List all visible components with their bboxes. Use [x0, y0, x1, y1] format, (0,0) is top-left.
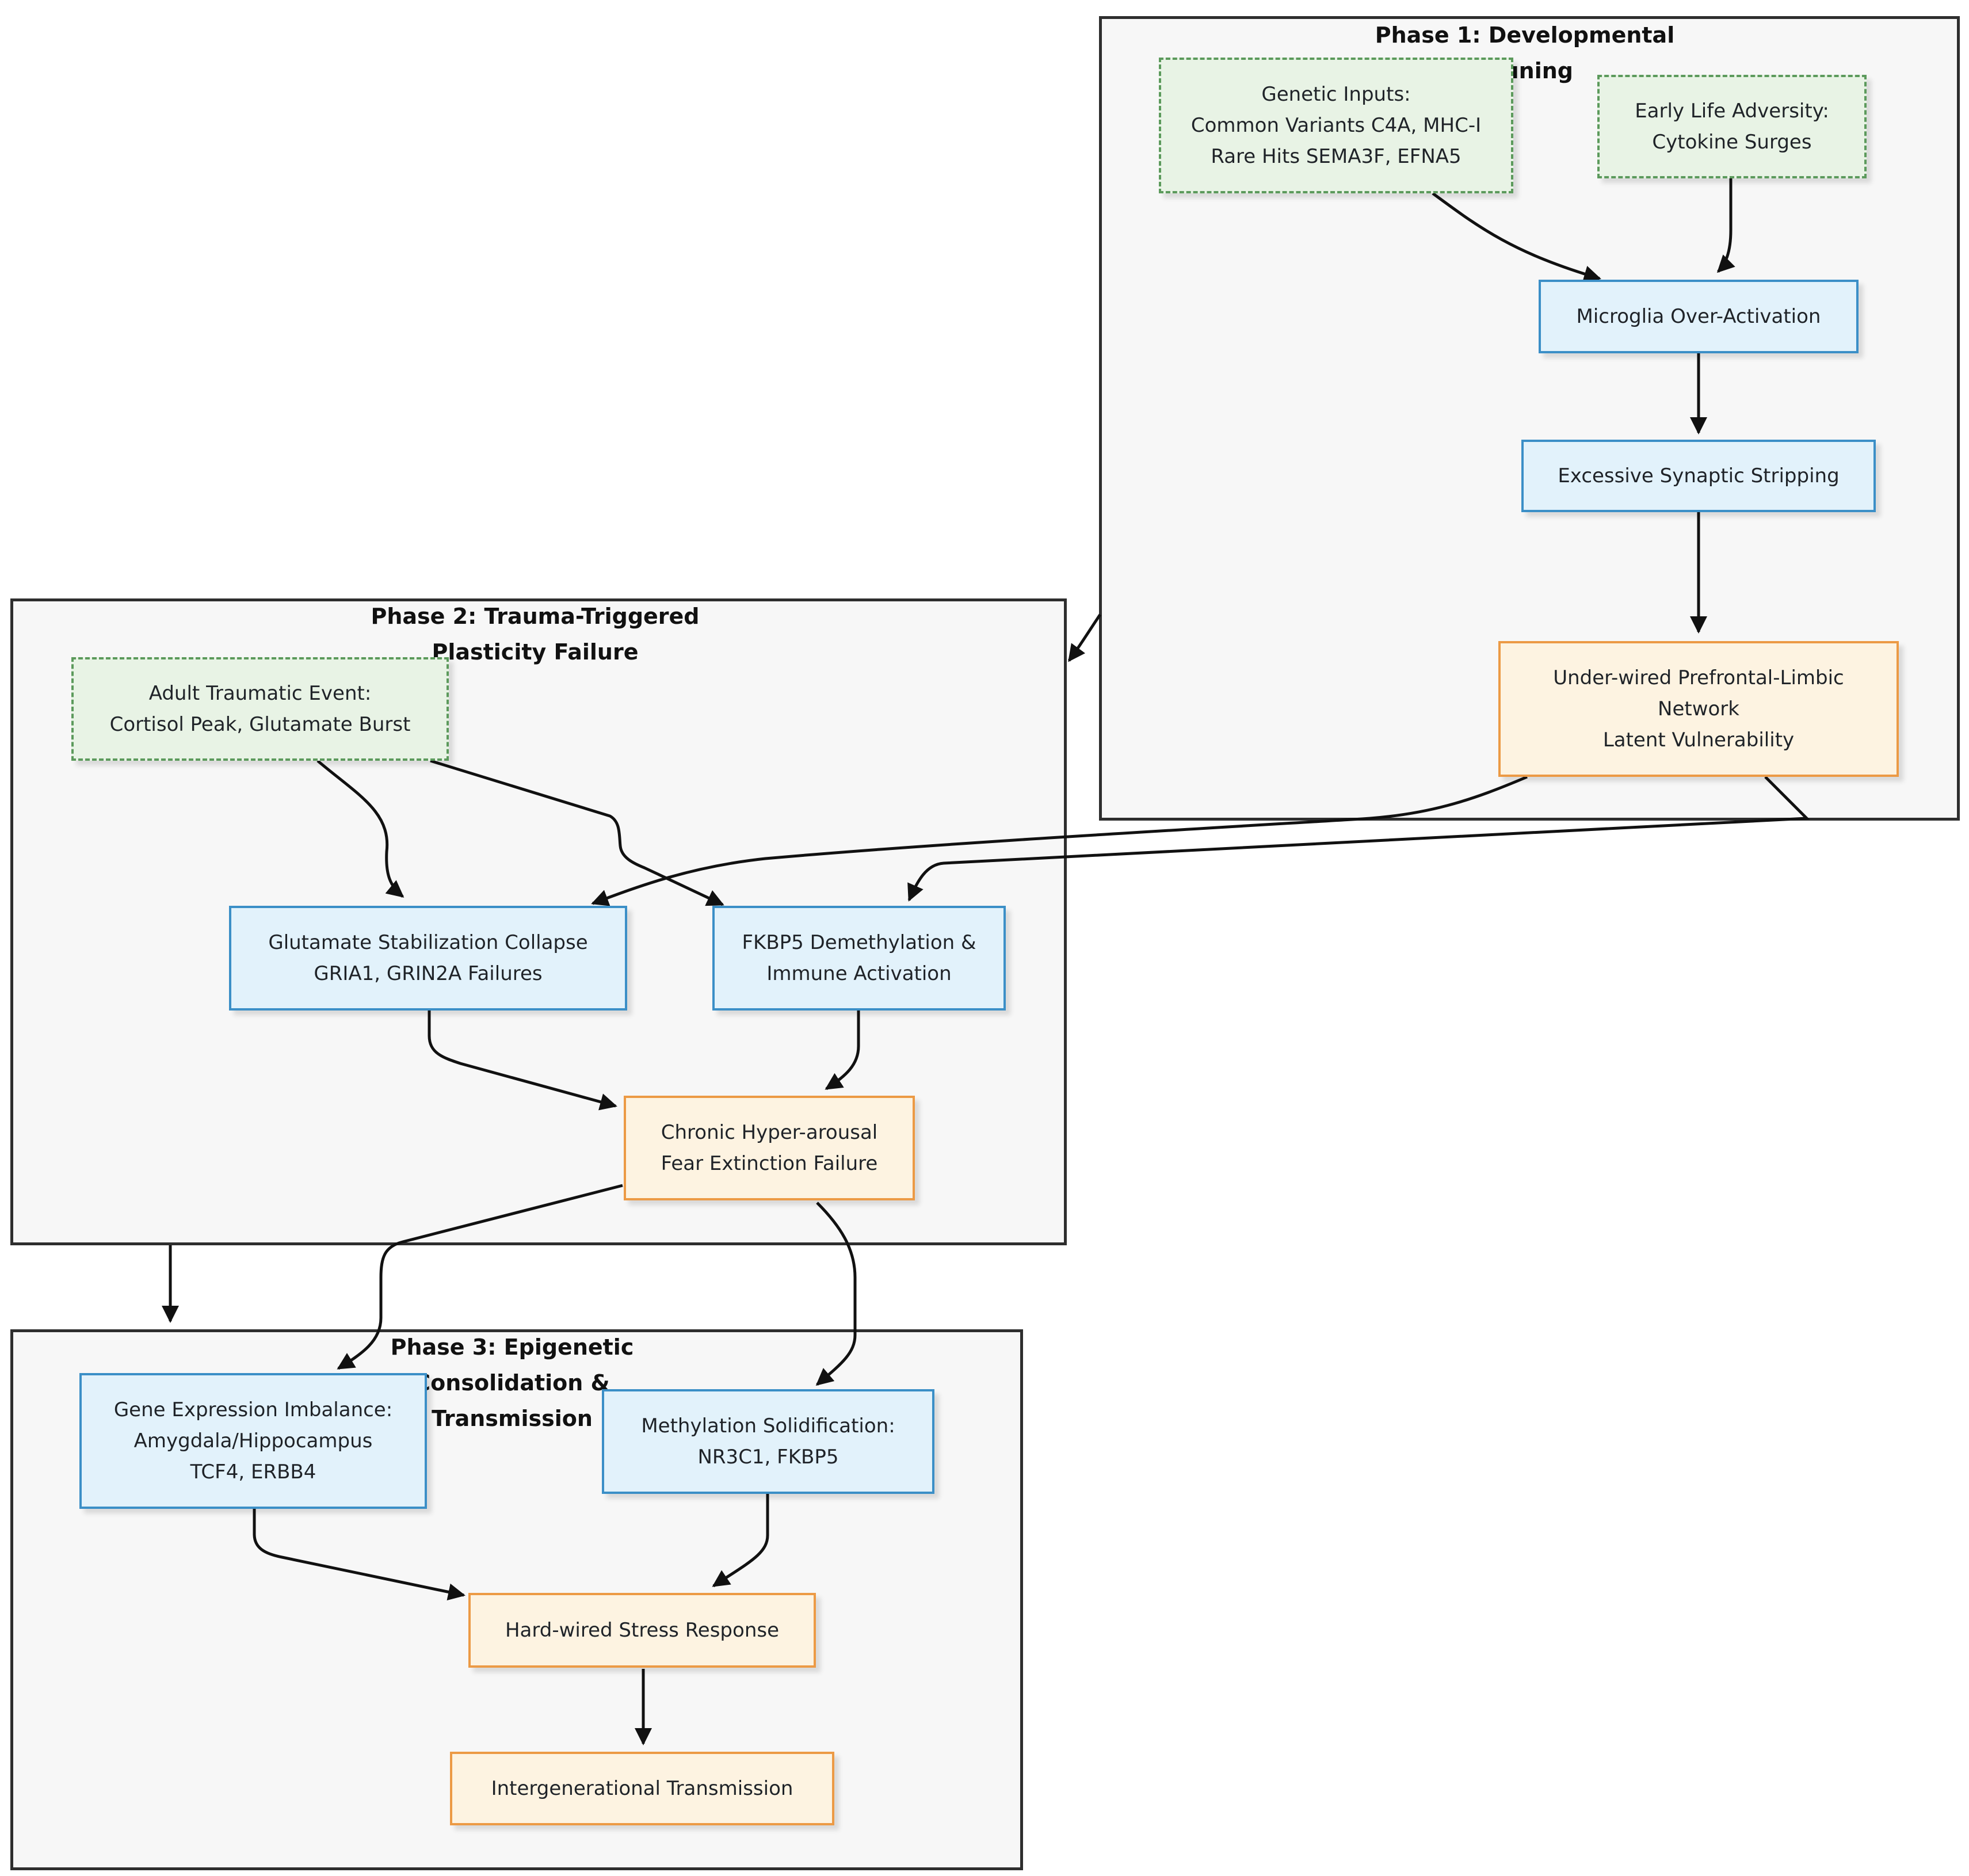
- genetic-inputs-line-1: Genetic Inputs:: [1261, 83, 1411, 106]
- gene-expression-line-1: Gene Expression Imbalance:: [113, 1398, 393, 1421]
- fkbp5-demethylation-line-1: FKBP5 Demethylation &: [742, 931, 976, 954]
- glutamate-collapse-line-1: Glutamate Stabilization Collapse: [268, 931, 588, 954]
- intergenerational-line-1: Intergenerational Transmission: [491, 1777, 793, 1800]
- microglia-line-1: Microglia Over-Activation: [1576, 305, 1821, 328]
- edge-phase1-to-phase2: [1067, 613, 1102, 662]
- edge-underwired-to-fkbp5: [907, 776, 1810, 902]
- early-life-adversity-node: Early Life Adversity: Cytokine Surges: [1597, 75, 1867, 178]
- intergenerational-node: Intergenerational Transmission: [450, 1752, 834, 1825]
- genetic-inputs-line-2: Common Variants C4A, MHC-I: [1190, 114, 1482, 137]
- early-life-adversity-line-2: Cytokine Surges: [1652, 131, 1812, 154]
- microglia-node: Microglia Over-Activation: [1539, 280, 1859, 353]
- phase3-title: Phase 3: Epigenetic Consolidation & Tran…: [390, 1334, 634, 1431]
- adult-trauma-line-2: Cortisol Peak, Glutamate Burst: [109, 713, 411, 736]
- edge-glutamate-to-hyperarousal: [428, 1011, 617, 1111]
- hardwired-stress-node: Hard-wired Stress Response: [468, 1593, 816, 1668]
- edge-hyperarousal-to-methylation: [815, 1202, 857, 1386]
- underwired-network-node: Under-wired Prefrontal-Limbic Network La…: [1498, 641, 1899, 777]
- glutamate-collapse-line-2: GRIA1, GRIN2A Failures: [314, 962, 543, 985]
- edge-fkbp5-to-hyperarousal: [825, 1011, 860, 1090]
- methylation-solidification-line-2: NR3C1, FKBP5: [697, 1446, 839, 1469]
- synaptic-stripping-node: Excessive Synaptic Stripping: [1521, 440, 1876, 512]
- edge-trauma-to-glutamate: [316, 760, 405, 898]
- edge-geneexpr-to-hardwired: [253, 1509, 465, 1601]
- underwired-network-line-3: Latent Vulnerability: [1602, 729, 1795, 752]
- adult-trauma-line-1: Adult Traumatic Event:: [148, 682, 372, 705]
- phase1-title: Phase 1: Developmental Pruning: [1375, 22, 1675, 83]
- chronic-hyperarousal-node: Chronic Hyper-arousal Fear Extinction Fa…: [624, 1096, 915, 1200]
- gene-expression-node: Gene Expression Imbalance: Amygdala/Hipp…: [79, 1373, 427, 1509]
- early-life-adversity-line-1: Early Life Adversity:: [1635, 100, 1829, 123]
- methylation-solidification-line-1: Methylation Solidification:: [641, 1414, 895, 1437]
- underwired-network-line-1: Under-wired Prefrontal-Limbic: [1553, 666, 1844, 689]
- synaptic-stripping-line-1: Excessive Synaptic Stripping: [1558, 464, 1840, 487]
- phase2-title: Phase 2: Trauma-Triggered Plasticity Fai…: [371, 604, 700, 665]
- genetic-inputs-node: Genetic Inputs: Common Variants C4A, MHC…: [1159, 58, 1513, 193]
- chronic-hyperarousal-line-2: Fear Extinction Failure: [661, 1152, 878, 1175]
- edge-underwired-to-glutamate: [591, 775, 1528, 906]
- edge-genetic-to-microglia: [1432, 192, 1601, 283]
- genetic-inputs-line-3: Rare Hits SEMA3F, EFNA5: [1211, 145, 1462, 168]
- gene-expression-line-3: TCF4, ERBB4: [190, 1461, 316, 1484]
- edge-trauma-to-fkbp5: [430, 759, 724, 906]
- methylation-solidification-node: Methylation Solidification: NR3C1, FKBP5: [602, 1389, 934, 1494]
- glutamate-collapse-node: Glutamate Stabilization Collapse GRIA1, …: [229, 906, 627, 1011]
- edge-methylation-to-hardwired: [712, 1494, 769, 1588]
- hardwired-stress-line-1: Hard-wired Stress Response: [505, 1619, 780, 1642]
- edge-hyperarousal-to-geneexpr: [337, 1184, 623, 1370]
- adult-trauma-node: Adult Traumatic Event: Cortisol Peak, Gl…: [71, 657, 449, 761]
- edge-adversity-to-microglia: [1716, 178, 1735, 273]
- underwired-network-line-2: Network: [1658, 697, 1739, 720]
- fkbp5-demethylation-node: FKBP5 Demethylation & Immune Activation: [712, 906, 1006, 1011]
- fkbp5-demethylation-line-2: Immune Activation: [766, 962, 952, 985]
- chronic-hyperarousal-line-1: Chronic Hyper-arousal: [661, 1121, 878, 1144]
- gene-expression-line-2: Amygdala/Hippocampus: [133, 1429, 373, 1452]
